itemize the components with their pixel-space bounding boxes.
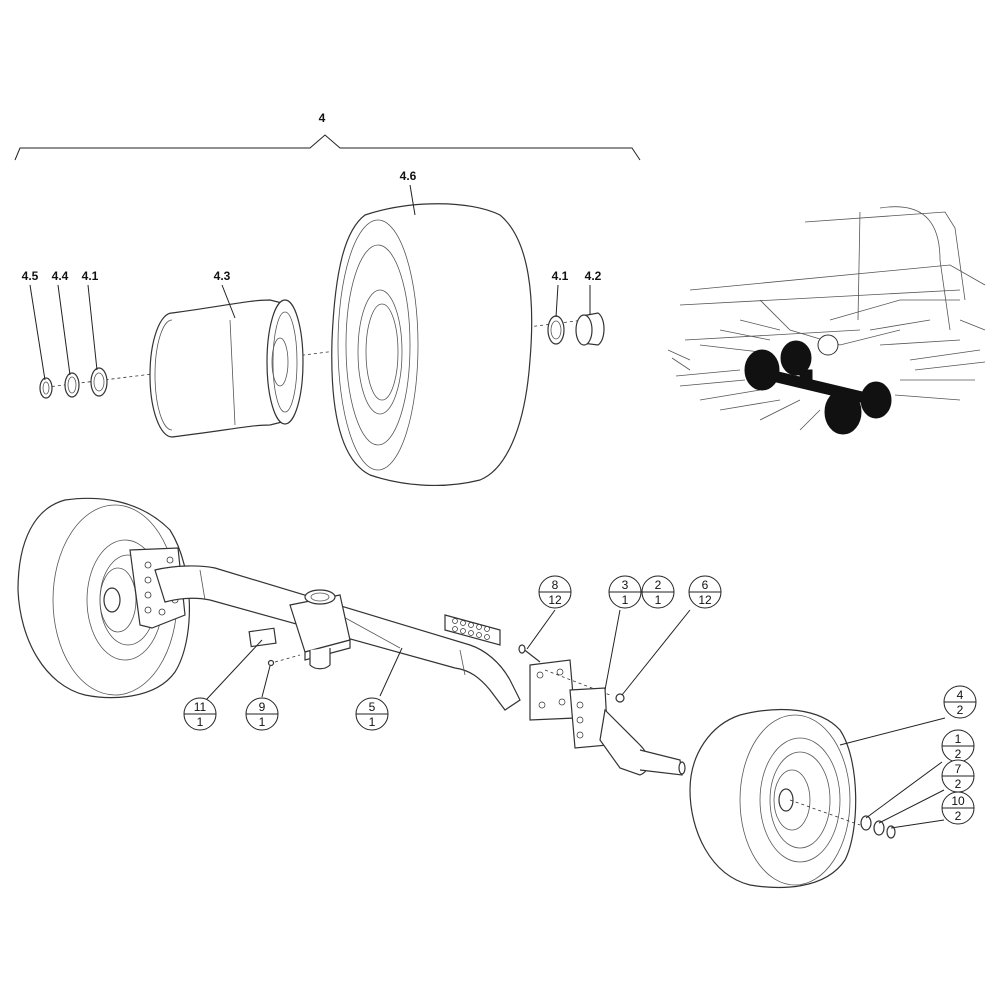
balloon-4-part: 4 (957, 688, 964, 702)
balloon-8-part: 8 (552, 578, 559, 592)
balloon-8: 8 12 (538, 575, 572, 609)
label-4-4: 4.4 (52, 269, 69, 283)
part-4-2-cap (575, 312, 605, 346)
balloon-4-qty: 2 (957, 703, 964, 717)
label-4-5: 4.5 (22, 269, 39, 283)
label-4-1-right: 4.1 (552, 269, 569, 283)
part-4-1-bearing-left (90, 367, 108, 397)
balloon-6: 6 12 (688, 575, 722, 609)
balloon-11: 11 1 (183, 697, 217, 731)
bolt-plate (444, 614, 501, 646)
label-4-1-left: 4.1 (82, 269, 99, 283)
left-wheel (17, 497, 191, 699)
assembly-bracket: 4 (14, 111, 641, 161)
machine-overview-illustration (667, 206, 986, 435)
balloon-1: 1 2 (941, 729, 975, 763)
right-wheel (689, 708, 857, 889)
balloon-3: 3 1 (608, 575, 642, 609)
label-4-2: 4.2 (585, 269, 602, 283)
part-4-1-bearing-right (547, 315, 565, 345)
label-4-6: 4.6 (400, 169, 417, 183)
balloon-6-qty: 12 (698, 593, 712, 607)
balloon-9-qty: 1 (259, 715, 266, 729)
balloon-9-part: 9 (259, 700, 266, 714)
balloon-11-part: 11 (194, 700, 207, 714)
balloon-10-qty: 2 (955, 809, 962, 823)
balloon-5-qty: 1 (369, 715, 376, 729)
balloon-2-qty: 1 (655, 593, 662, 607)
balloon-7-part: 7 (955, 762, 962, 776)
part-4-4-ring (64, 372, 80, 398)
balloon-8-qty: 12 (548, 593, 562, 607)
balloon-7: 7 2 (941, 759, 975, 793)
balloon-leaders (205, 609, 946, 829)
part-4-5-seal (39, 377, 53, 399)
label-4-3: 4.3 (214, 269, 231, 283)
balloon-6-part: 6 (702, 578, 709, 592)
balloon-11-qty: 1 (197, 715, 204, 729)
balloon-10: 10 2 (941, 791, 975, 825)
balloon-3-qty: 1 (622, 593, 629, 607)
assembly-label: 4 (319, 111, 326, 125)
balloon-7-qty: 2 (955, 777, 962, 791)
balloon-2-part: 2 (655, 578, 662, 592)
part-4-3-rim (149, 299, 304, 438)
balloon-1-part: 1 (955, 732, 962, 746)
balloon-5-part: 5 (369, 700, 376, 714)
exploded-wheel-assembly: 4.5 4.4 4.1 4.3 4.6 4.1 4.2 (22, 169, 605, 487)
balloon-4: 4 2 (943, 685, 977, 719)
balloon-2: 2 1 (641, 575, 675, 609)
balloon-3-part: 3 (622, 578, 629, 592)
highlighted-axle (744, 340, 892, 435)
balloon-5: 5 1 (355, 697, 389, 731)
balloon-10-part: 10 (951, 794, 965, 808)
pivot-block (289, 589, 351, 670)
balloon-1-qty: 2 (955, 747, 962, 761)
balloon-9: 9 1 (245, 697, 279, 731)
main-axle-assembly (17, 497, 896, 889)
part-4-6-tyre (331, 203, 533, 487)
